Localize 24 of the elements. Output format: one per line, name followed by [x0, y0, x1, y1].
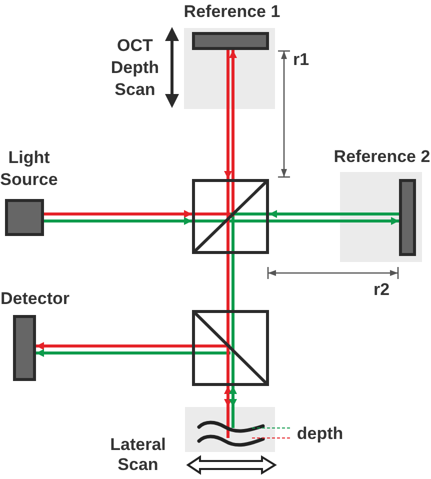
light-beam [44, 217, 192, 225]
light-beam [232, 254, 234, 310]
component-label: Reference 2 [334, 146, 430, 166]
scan-label: Lateral Scan [109, 434, 167, 474]
depth-label: depth [296, 424, 344, 444]
beam-splitter [192, 310, 269, 386]
beam-splitter [192, 179, 269, 254]
dimension-label: r1 [292, 50, 310, 70]
light-beam [226, 254, 230, 310]
component-label: Reference 1 [184, 2, 280, 22]
light-beam [36, 342, 192, 350]
sample-drawing [185, 407, 275, 452]
light-beam [229, 50, 237, 179]
light-beam [44, 210, 192, 218]
light-beam [224, 386, 232, 407]
light-beam [269, 210, 399, 218]
light-beam [229, 386, 237, 407]
light-beam [269, 217, 399, 225]
light-beam [36, 349, 192, 357]
scan-label: OCT Depth Scan [110, 34, 160, 100]
component-label: Detector [0, 288, 70, 308]
light-beam [224, 50, 232, 179]
dimension-label: r2 [373, 280, 390, 300]
component-label: Light Source [0, 146, 59, 190]
